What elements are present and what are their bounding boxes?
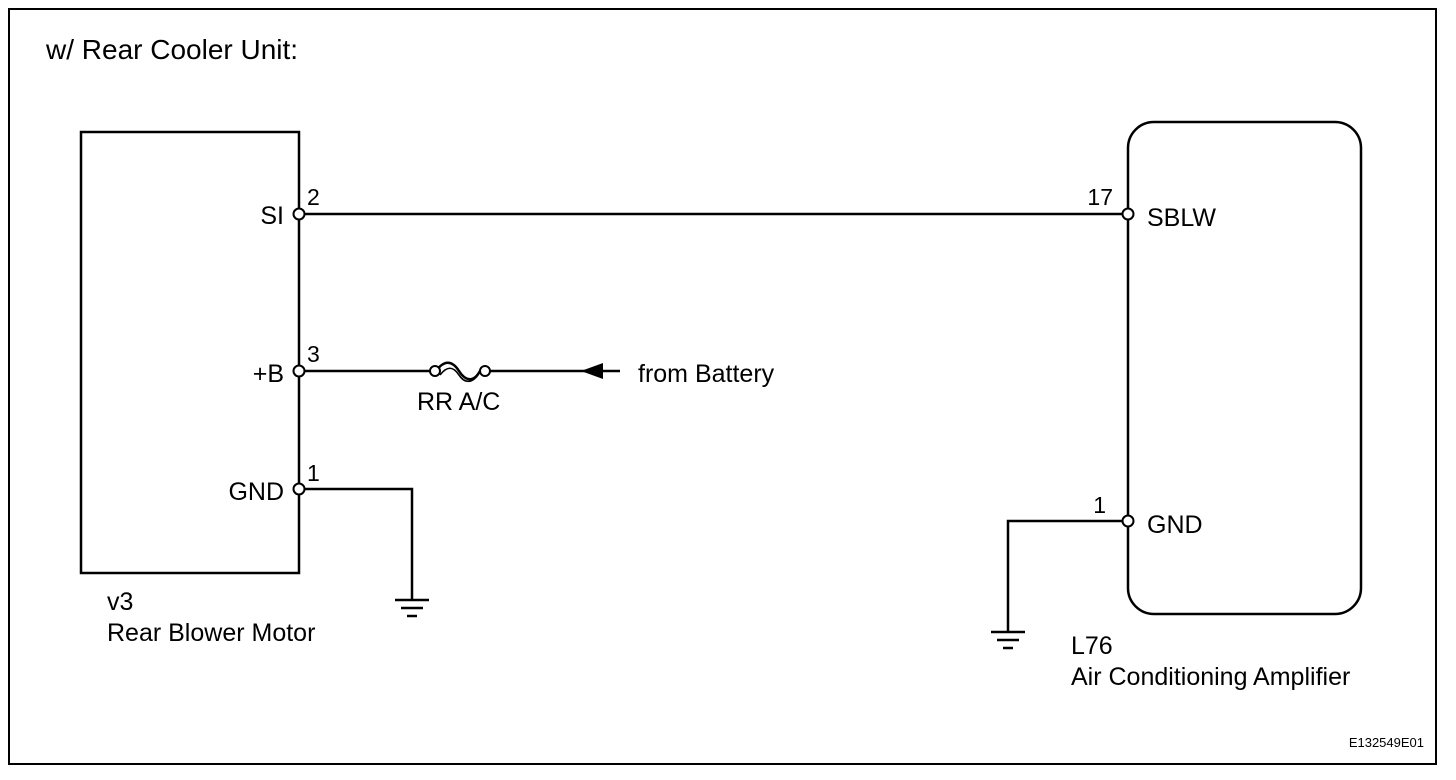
figure-code: E132549E01 (1349, 735, 1424, 750)
fuse-symbol (434, 361, 482, 381)
motor-b-terminal (292, 364, 306, 378)
motor-code: v3 (107, 588, 133, 616)
amplifier-code: L76 (1071, 632, 1113, 660)
amplifier-sblw-label: SBLW (1147, 204, 1216, 232)
motor-gnd-wire (305, 487, 414, 600)
from-battery-label: from Battery (638, 360, 775, 388)
motor-si-terminal (292, 207, 306, 221)
diagram-frame (8, 8, 1437, 765)
amplifier-sblw-terminal (1121, 207, 1135, 221)
motor-gnd-terminal (292, 482, 306, 496)
from-battery-arrow (581, 363, 603, 379)
fuse-left-terminal (429, 365, 441, 377)
amplifier-sblw-pin: 17 (1087, 184, 1113, 210)
fuse-label: RR A/C (417, 388, 500, 416)
motor-name: Rear Blower Motor (107, 619, 315, 647)
motor-si-pin: 2 (307, 184, 320, 210)
amplifier-gnd-wire (1006, 519, 1122, 632)
amplifier-gnd-pin: 1 (1093, 492, 1106, 518)
motor-b-label: +B (253, 360, 284, 388)
fuse-symbol-inner (439, 367, 479, 383)
amplifier-ground-symbol (991, 630, 1025, 650)
amplifier-gnd-terminal (1121, 514, 1135, 528)
motor-ground-symbol (395, 598, 429, 618)
amplifier-gnd-label: GND (1147, 511, 1203, 539)
motor-gnd-pin: 1 (307, 460, 320, 486)
rear-blower-motor-box (79, 130, 301, 575)
fuse-right-terminal (479, 365, 491, 377)
air-conditioning-amplifier-box (1126, 120, 1363, 616)
motor-gnd-label: GND (228, 478, 284, 506)
diagram-title: w/ Rear Cooler Unit: (45, 34, 298, 65)
motor-b-pin: 3 (307, 341, 320, 367)
amplifier-name: Air Conditioning Amplifier (1071, 663, 1350, 691)
motor-si-label: SI (260, 202, 284, 230)
